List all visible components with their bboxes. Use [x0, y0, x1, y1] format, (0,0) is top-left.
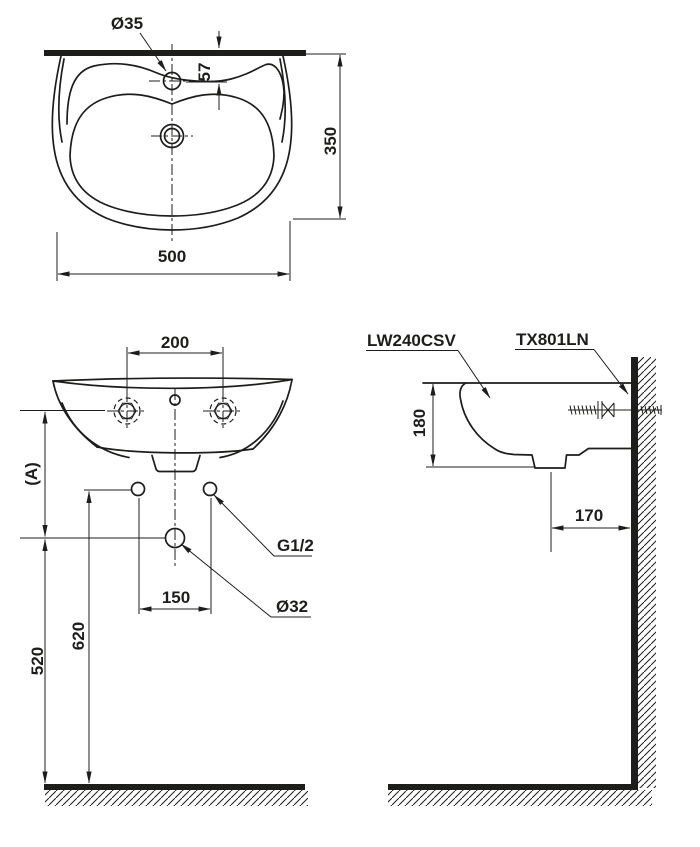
- basin-outer-outline: [51, 55, 293, 231]
- front-view: 200 (A) 520 620 150 G1/2 Ø32: [20, 333, 314, 806]
- bolt-thread-ticks-right: [640, 405, 662, 415]
- side-view: 180 170 LW240CSV TX801LN: [366, 330, 662, 806]
- dim-basin-height: 180: [410, 409, 429, 437]
- bolt-model-leader: [593, 349, 629, 395]
- side-floor-hatching: [388, 790, 652, 806]
- dim-supply-spacing: 150: [162, 588, 190, 607]
- front-left-side: [52, 380, 98, 448]
- side-wall-line: [631, 357, 638, 790]
- right-supply-hole: [202, 481, 218, 497]
- front-left-crease: [61, 402, 130, 459]
- front-right-crease: [219, 400, 284, 459]
- front-floor-hatching: [45, 790, 308, 806]
- top-view-wall-line: [44, 50, 306, 56]
- basin-inner-rim: [66, 62, 285, 125]
- front-right-side: [252, 378, 293, 450]
- dim-basin-depth: 350: [321, 127, 340, 155]
- supply-thread-leader: [213, 494, 312, 557]
- dim-drain-height: 520: [28, 647, 47, 675]
- dim-rim-height-ref: (A): [22, 462, 41, 486]
- dim-basin-width: 500: [158, 247, 186, 266]
- front-faucet-hole: [169, 394, 181, 406]
- basin-right-rim-crease: [279, 58, 287, 143]
- basin-bowl-outline: [69, 93, 275, 217]
- drain-diameter-leader: [180, 543, 311, 618]
- right-bolt-hexagon: [213, 402, 233, 420]
- side-floor-line: [388, 784, 638, 790]
- faucet-diameter-leader: [139, 32, 167, 72]
- bolt-toggle-cross: [601, 402, 615, 418]
- front-top-edge: [52, 377, 293, 382]
- dim-faucet-hole-diameter: Ø35: [111, 14, 143, 33]
- right-bolt-inner-circle: [215, 403, 231, 419]
- wall-bolt: [568, 401, 662, 419]
- label-basin-model: LW240CSV: [367, 331, 456, 350]
- left-bolt-inner-circle: [119, 403, 135, 419]
- dim-supply-height: 620: [69, 622, 88, 650]
- waste-drain-hole: [164, 527, 186, 549]
- basin-model-leader: [457, 350, 491, 399]
- drain-boss: [151, 454, 201, 473]
- label-bolt-model: TX801LN: [516, 330, 589, 349]
- side-wall-hatching: [638, 357, 656, 788]
- bolt-thread-ticks-left: [569, 405, 597, 415]
- front-bottom-edge: [96, 446, 254, 454]
- front-floor-line: [44, 784, 305, 790]
- label-drain-diameter: Ø32: [276, 597, 308, 616]
- dim-bolt-spacing: 200: [161, 333, 189, 352]
- dim-drain-to-wall: 170: [575, 506, 603, 525]
- label-supply-thread: G1/2: [277, 536, 314, 555]
- top-view: Ø35 57 350 500: [44, 14, 346, 281]
- front-top-dip-arc: [52, 378, 293, 390]
- basin-left-rim-crease: [57, 58, 65, 143]
- side-basin-profile: [459, 382, 632, 469]
- left-bolt-hexagon: [117, 402, 137, 420]
- dim-faucet-setback: 57: [195, 63, 214, 82]
- left-supply-hole: [130, 481, 146, 497]
